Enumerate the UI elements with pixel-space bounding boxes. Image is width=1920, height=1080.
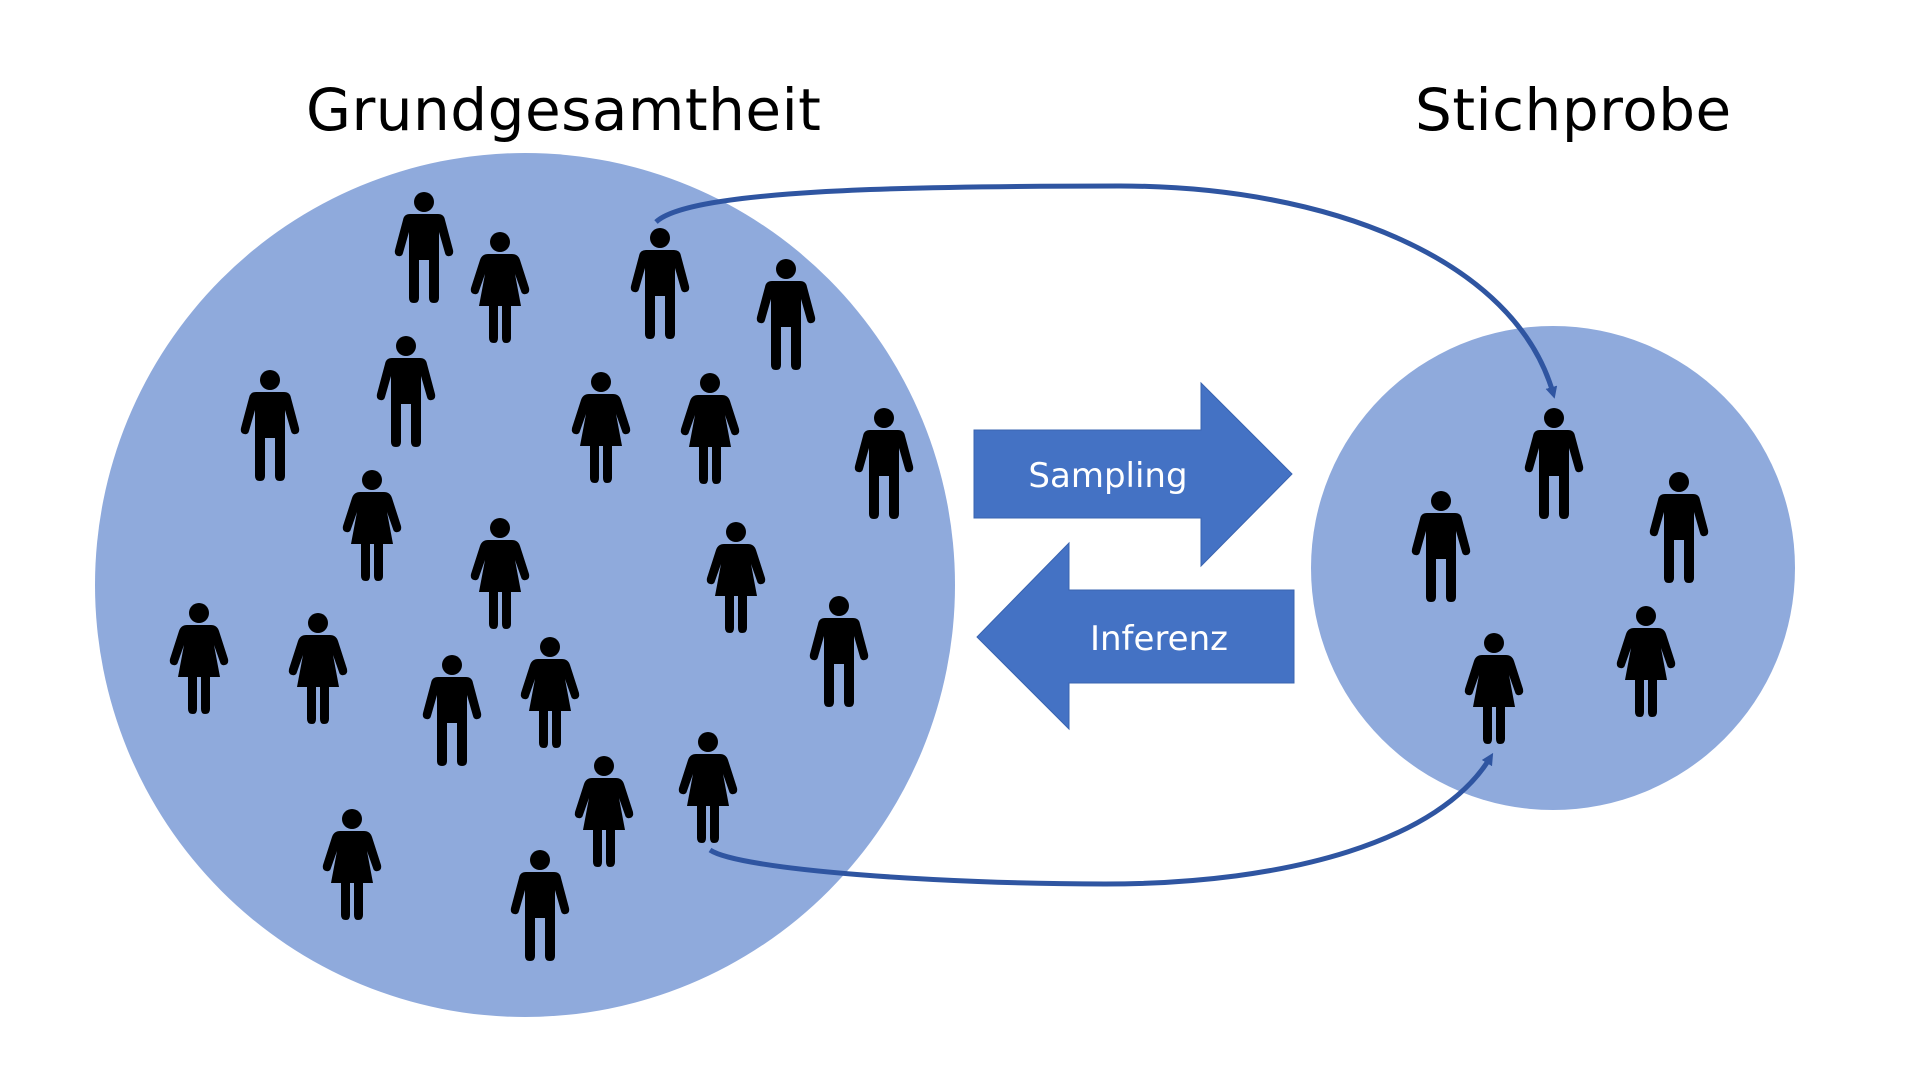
lower-sampling-curve — [708, 752, 1494, 887]
sample-title: Stichprobe — [1415, 76, 1732, 144]
sampling-label: Sampling — [1028, 456, 1187, 496]
population-title: Grundgesamtheit — [306, 76, 822, 144]
sample-circle — [1311, 326, 1795, 810]
inference-arrow: Inferenz — [976, 541, 1295, 731]
upper-sampling-curve — [654, 183, 1558, 399]
inference-label: Inferenz — [1090, 619, 1228, 659]
sampling-arrow: Sampling — [973, 381, 1293, 568]
population-circle — [95, 153, 955, 1017]
